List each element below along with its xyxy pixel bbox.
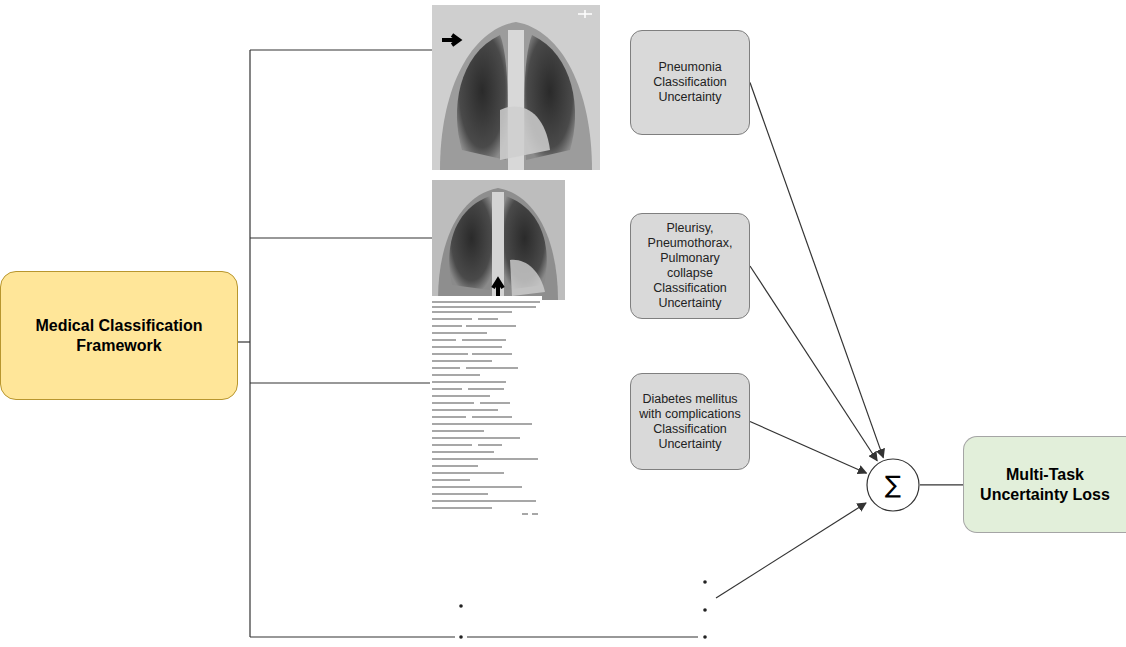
xray-image — [432, 5, 600, 170]
xray-image — [432, 180, 565, 300]
task-box: Diabetes mellitus with complications Cla… — [630, 373, 750, 470]
node-label: ∑ — [885, 471, 901, 499]
node-label: Diabetes mellitus with complications Cla… — [637, 392, 743, 452]
branch-line — [250, 237, 432, 238]
node-label: Pleurisy, Pneumothorax, Pulmonary collap… — [637, 221, 743, 311]
connector — [750, 422, 866, 474]
task-box: Pneumonia Classification Uncertainty — [630, 30, 750, 135]
record-document — [430, 296, 542, 522]
branch-line — [238, 341, 250, 342]
node-label: Multi-Task Uncertainty Loss — [972, 465, 1118, 505]
branch-line — [250, 49, 432, 50]
ellipsis-dots — [459, 580, 707, 639]
branch-line — [467, 636, 698, 637]
node-label: Medical Classification Framework — [9, 316, 229, 356]
trunk-line — [249, 50, 250, 637]
connector — [750, 266, 877, 461]
node-label: Pneumonia Classification Uncertainty — [637, 60, 743, 105]
framework-box: Medical Classification Framework — [0, 271, 238, 400]
branch-line — [250, 382, 430, 383]
task-box: Pleurisy, Pneumothorax, Pulmonary collap… — [630, 213, 750, 319]
circle-shape — [867, 459, 919, 511]
sum-circle: ∑ — [866, 458, 920, 512]
branch-line — [250, 636, 455, 637]
loss-box: Multi-Task Uncertainty Loss — [963, 436, 1126, 533]
connector — [750, 83, 883, 458]
connector — [920, 484, 963, 485]
free-arrow — [716, 503, 866, 598]
